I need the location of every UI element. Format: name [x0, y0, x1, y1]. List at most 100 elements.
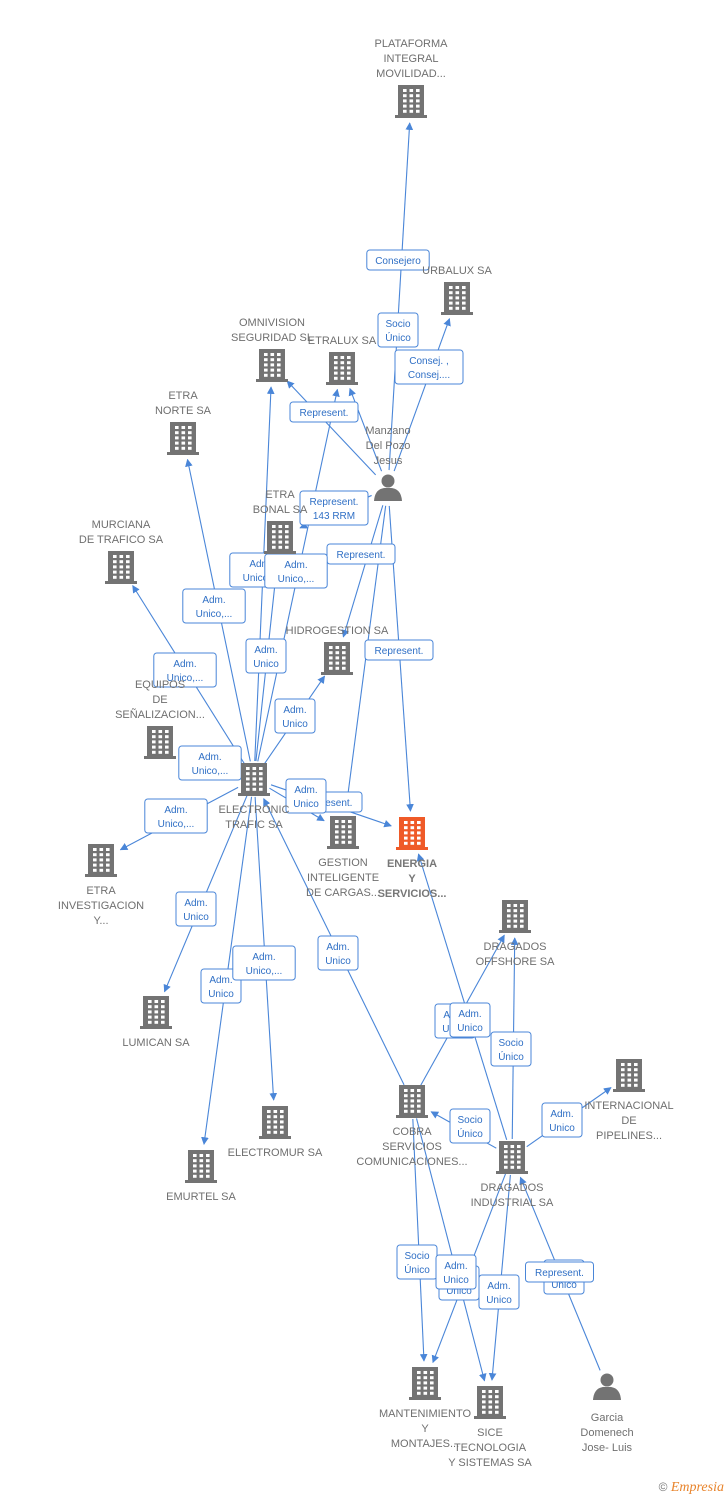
- relation-label-text: Unico: [282, 719, 308, 730]
- node-etralux[interactable]: ETRALUX SA: [308, 335, 377, 385]
- node-label: ETRALUX SA: [308, 335, 377, 347]
- node-label: INTEGRAL: [383, 53, 438, 65]
- relation-label[interactable]: Adm.Unico,...: [178, 745, 242, 781]
- relation-label[interactable]: Adm.Unico: [478, 1274, 520, 1310]
- building-icon: [441, 282, 473, 315]
- relation-label[interactable]: Represent.: [525, 1261, 594, 1283]
- relation-label-text: Unico,...: [167, 673, 204, 684]
- building-icon: [105, 551, 137, 584]
- node-label: LUMICAN SA: [122, 1037, 190, 1049]
- relation-label[interactable]: Adm.Unico: [541, 1102, 583, 1138]
- node-dragados-ind[interactable]: DRAGADOS INDUSTRIAL SA: [471, 1141, 554, 1209]
- relation-label-text: Represent.: [300, 408, 349, 419]
- relation-label[interactable]: Adm.Unico: [200, 968, 242, 1004]
- relation-label[interactable]: Adm.Unico: [245, 638, 287, 674]
- node-hidrogestion[interactable]: HIDROGESTION SA: [286, 625, 389, 675]
- relation-label[interactable]: Represent.: [326, 543, 396, 565]
- node-emurtel[interactable]: EMURTEL SA: [166, 1150, 237, 1203]
- node-etra-inv[interactable]: ETRAINVESTIGACIONY...: [58, 844, 144, 927]
- copyright-symbol: ©: [658, 1480, 668, 1494]
- relation-label-text: Unico,...: [158, 819, 195, 830]
- node-energia[interactable]: ENERGIAYSERVICIOS...: [378, 817, 447, 900]
- relation-label[interactable]: Represent.: [289, 401, 359, 423]
- node-cobra[interactable]: COBRASERVICIOSCOMUNICACIONES...: [356, 1085, 468, 1168]
- building-icon: [185, 1150, 217, 1183]
- relation-label[interactable]: Represent.143 RRM: [299, 490, 369, 526]
- relation-label[interactable]: Adm.Unico,...: [232, 945, 296, 981]
- footer-brand[interactable]: © Empresia: [659, 1480, 724, 1496]
- relation-label[interactable]: Adm. Unico,...: [264, 553, 328, 589]
- building-icon: [144, 726, 176, 759]
- relation-label[interactable]: Adm.Unico: [175, 891, 217, 927]
- node-label: TRAFIC SA: [225, 819, 283, 831]
- node-urbalux[interactable]: URBALUX SA: [422, 265, 493, 315]
- relation-label[interactable]: Represent.: [364, 639, 434, 661]
- node-label: DE TRAFICO SA: [79, 534, 164, 546]
- relation-label-text: Unico,...: [278, 574, 315, 585]
- node-label: SEGURIDAD SL: [231, 332, 313, 344]
- relation-label[interactable]: Adm. Unico: [274, 698, 316, 734]
- node-equipos[interactable]: EQUIPOSDESEÑALIZACION...: [115, 679, 205, 759]
- node-label: ETRA: [168, 390, 198, 402]
- node-internacional[interactable]: INTERNACIONALDEPIPELINES...: [584, 1059, 674, 1142]
- relation-label-text: Adm.: [184, 898, 207, 909]
- node-label: INDUSTRIAL SA: [471, 1197, 554, 1209]
- relation-label-text: Único: [498, 1050, 524, 1063]
- relation-label[interactable]: Adm.Unico: [317, 935, 359, 971]
- building-icon: [474, 1386, 506, 1419]
- relation-label-text: Unico,...: [196, 609, 233, 620]
- relation-label[interactable]: Consejero: [366, 249, 430, 271]
- node-label: DE CARGAS...: [306, 887, 380, 899]
- relation-label-text: Adm.: [283, 705, 306, 716]
- building-icon: [396, 1085, 428, 1118]
- node-plataforma[interactable]: PLATAFORMAINTEGRALMOVILIDAD...: [375, 38, 449, 118]
- node-label: DRAGADOS: [481, 1182, 544, 1194]
- node-mantenimiento[interactable]: MANTENIMIENTOYMONTAJES...: [379, 1367, 472, 1450]
- main-building-icon: [396, 817, 428, 850]
- building-icon: [327, 816, 359, 849]
- relation-label[interactable]: Adm.Unico: [285, 778, 327, 814]
- relation-edge: [416, 853, 508, 1140]
- relation-label[interactable]: Adm.Unico: [435, 1254, 477, 1290]
- relation-edge: [412, 1118, 428, 1362]
- node-label: Jose- Luis: [582, 1442, 633, 1454]
- node-lumican[interactable]: LUMICAN SA: [122, 996, 190, 1049]
- relation-label[interactable]: Adm.Unico,...: [153, 652, 217, 688]
- node-label: DRAGADOS: [484, 941, 547, 953]
- relation-label-text: Unico: [457, 1023, 483, 1034]
- node-label: SEÑALIZACION...: [115, 708, 205, 721]
- relation-label-text: Unico: [446, 1286, 472, 1297]
- relation-label[interactable]: Adm. Unico,...: [144, 798, 208, 834]
- building-icon: [613, 1059, 645, 1092]
- relation-label[interactable]: Consej. ,Consej....: [394, 349, 464, 385]
- relation-label-text: Unico: [253, 659, 279, 670]
- node-label: INTERNACIONAL: [584, 1100, 673, 1112]
- relation-label[interactable]: Adm.Unico: [449, 1002, 491, 1038]
- relation-label-text: Socio: [498, 1038, 523, 1049]
- node-electronic[interactable]: ELECTRONIC TRAFIC SA: [219, 763, 290, 831]
- relation-label-text: Adm.: [202, 595, 225, 606]
- relation-label-text: Represent.: [310, 497, 359, 508]
- relation-label-text: Adm.: [284, 560, 307, 571]
- node-electromur[interactable]: ELECTROMUR SA: [228, 1106, 323, 1159]
- relation-label-text: Adm.: [164, 805, 187, 816]
- node-label: ELECTRONIC: [219, 804, 290, 816]
- building-icon: [238, 763, 270, 796]
- building-icon: [326, 352, 358, 385]
- relation-label[interactable]: Adm. Unico,...: [182, 588, 246, 624]
